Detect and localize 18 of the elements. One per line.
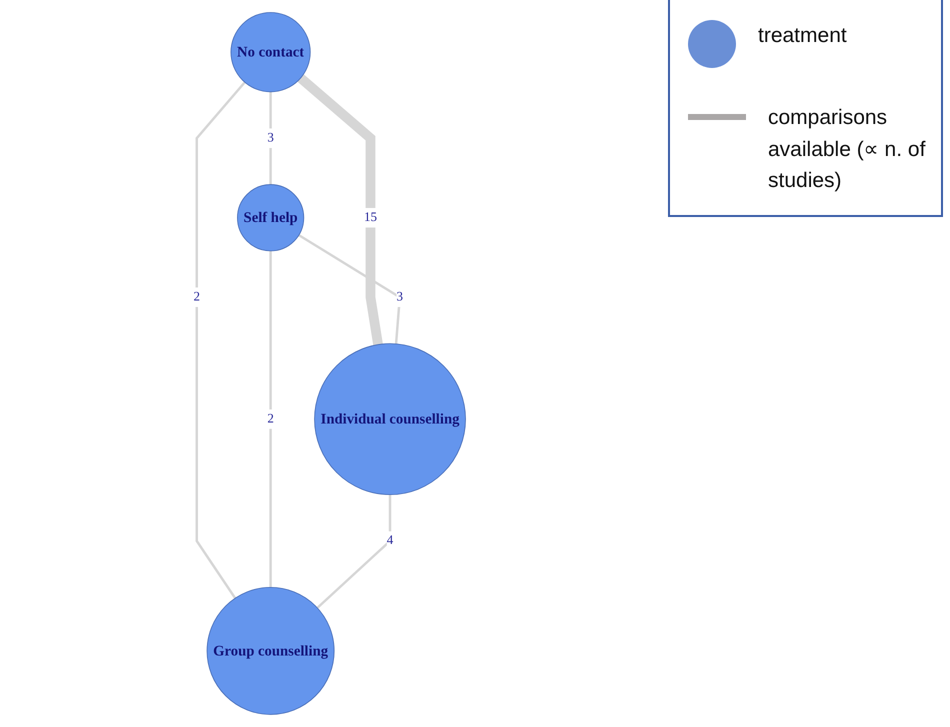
legend-label: comparisons available (∝ n. of studies): [768, 105, 926, 194]
node-circle: Group counselling: [207, 586, 336, 715]
edge-label: 15: [364, 210, 378, 224]
node-circle: No contact: [231, 12, 312, 92]
connector: [270, 92, 272, 185]
edge-label: 3: [397, 290, 404, 304]
connector: [270, 250, 272, 588]
edge-label: 2: [194, 290, 201, 304]
edge-label: 4: [387, 534, 394, 548]
connector: [317, 494, 392, 609]
node-circle: Self help: [238, 184, 305, 252]
edge-label: 2: [268, 412, 274, 426]
connector: [298, 234, 402, 344]
connector: [298, 74, 384, 346]
legend-label: treatment: [758, 23, 847, 49]
connector: [196, 81, 246, 599]
edge-label: 3: [268, 130, 274, 145]
node-circle: Individual counselling: [314, 343, 466, 496]
